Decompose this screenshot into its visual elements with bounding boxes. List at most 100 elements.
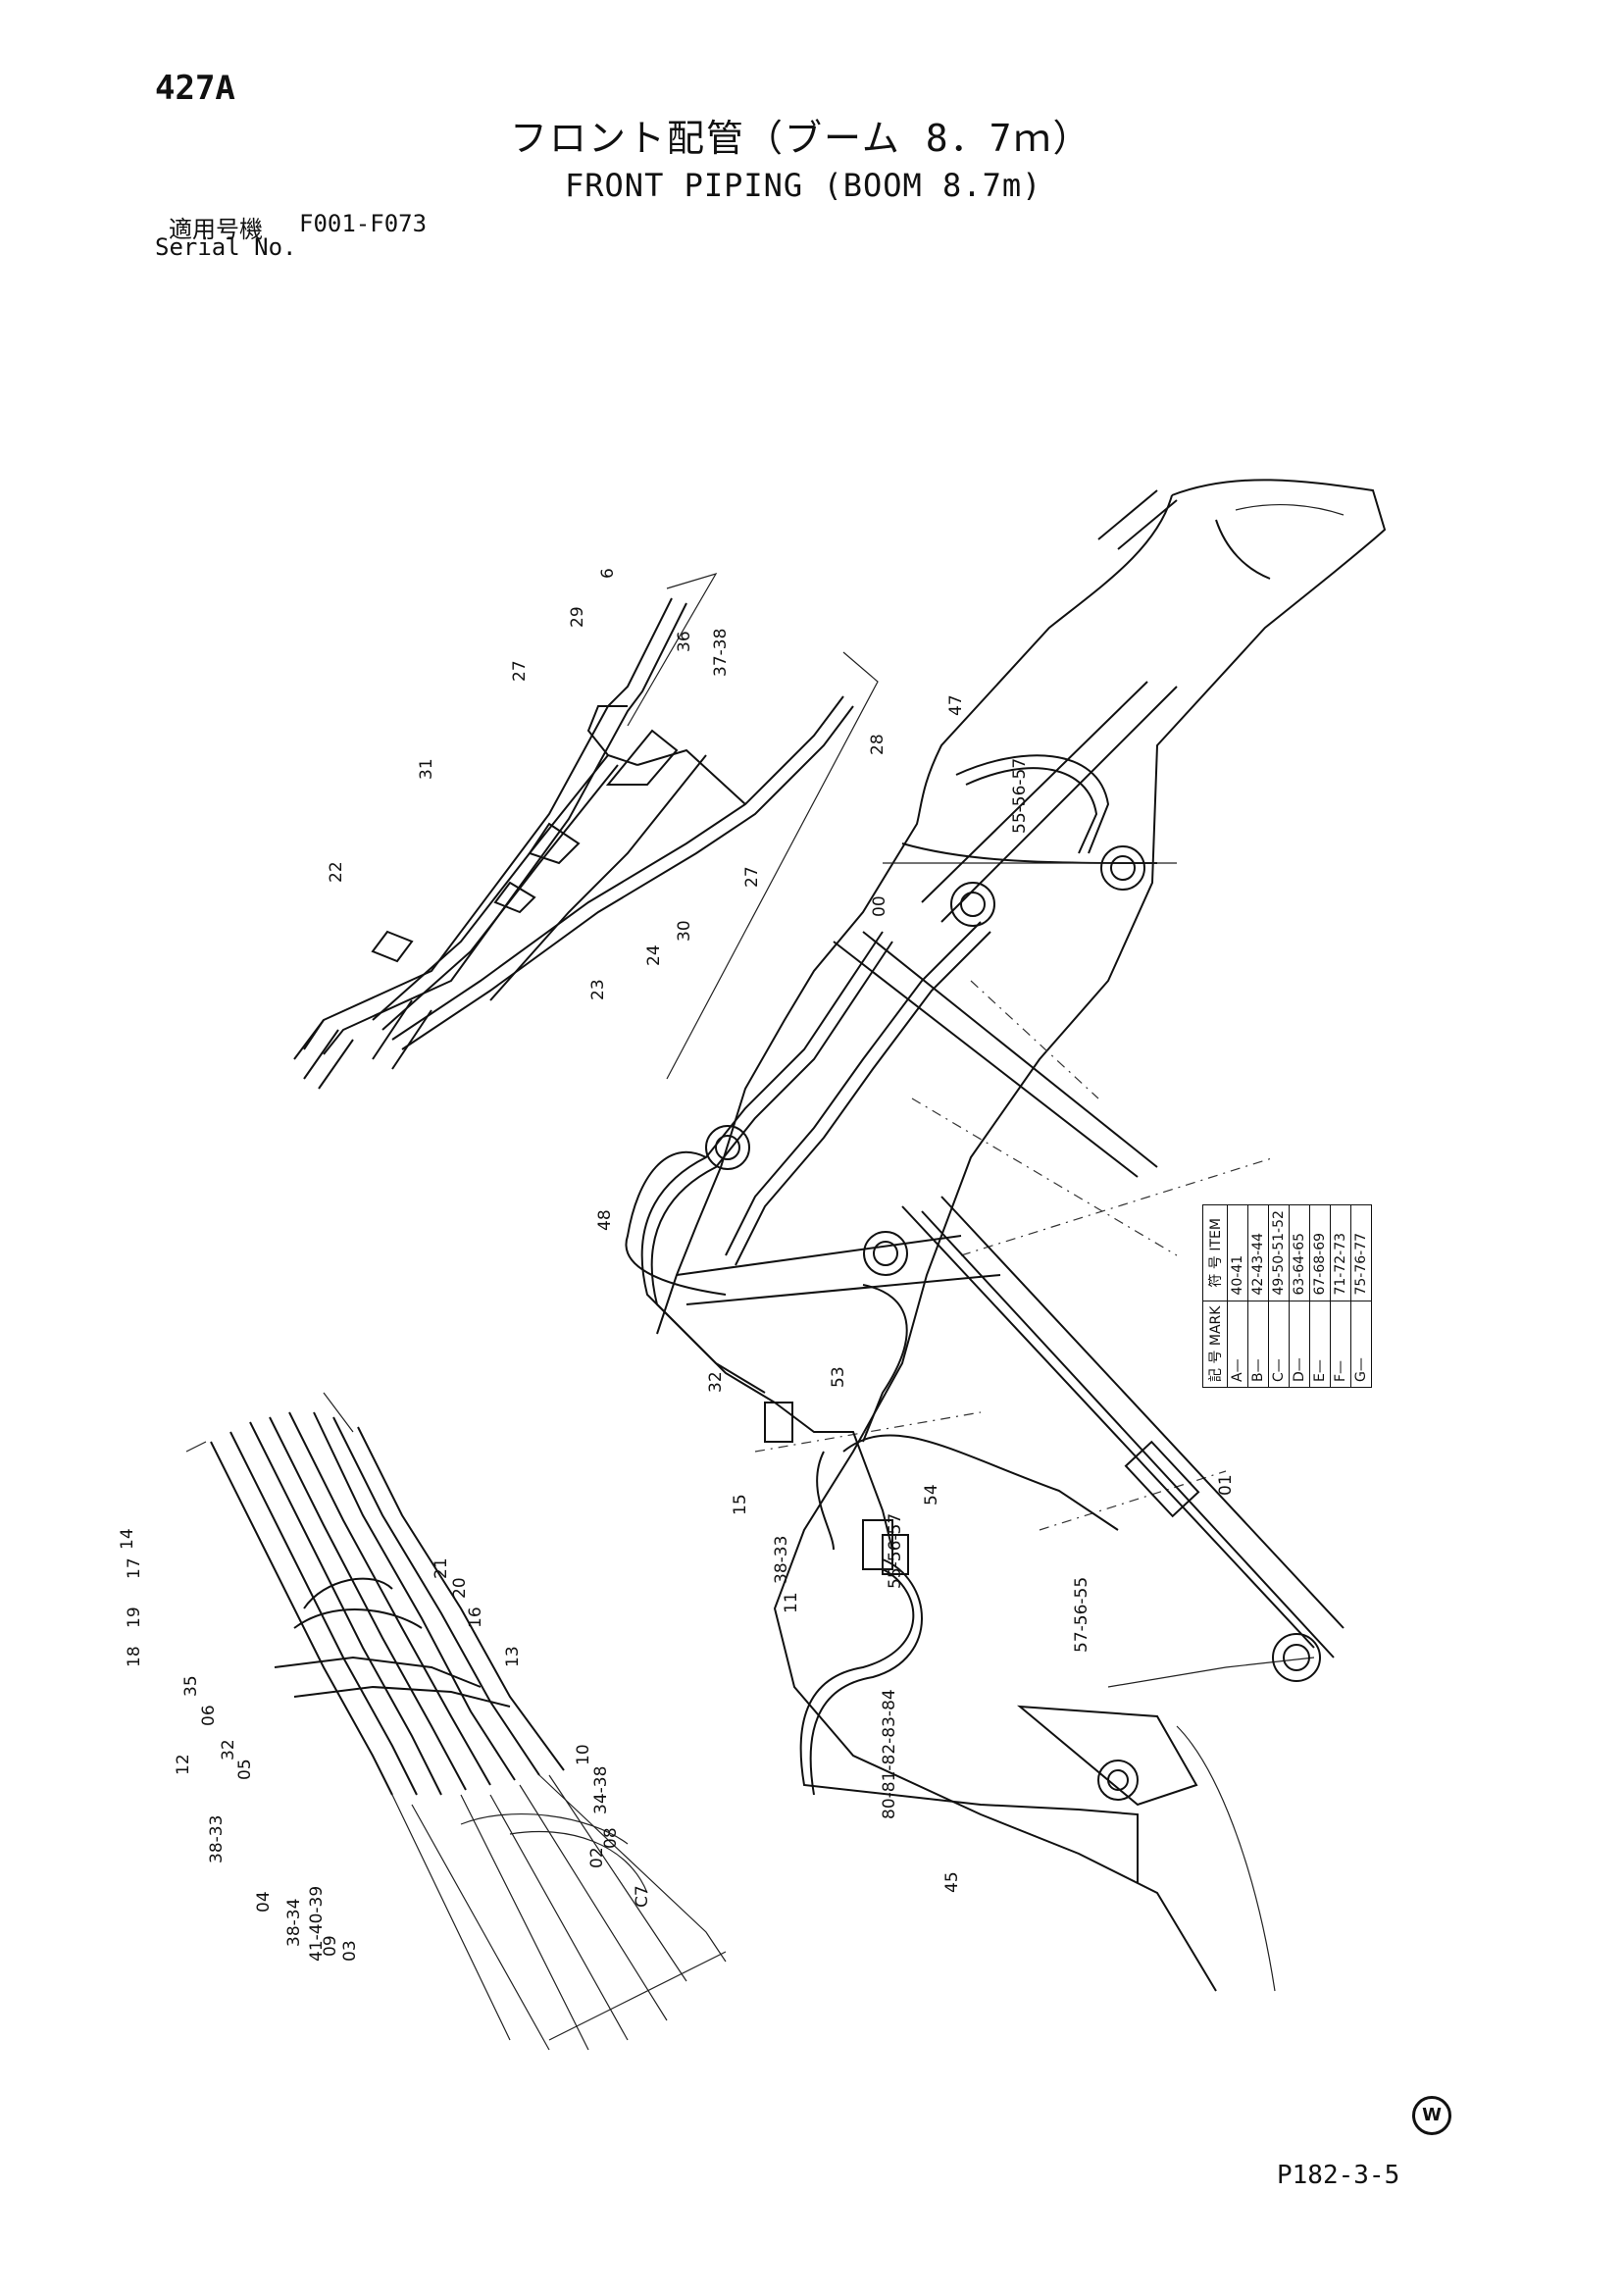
svg-text:01: 01 [1216,1474,1236,1496]
svg-text:57-56-55: 57-56-55 [1072,1577,1091,1653]
svg-text:04: 04 [254,1891,274,1913]
svg-text:32: 32 [219,1739,238,1760]
svg-text:45: 45 [942,1871,962,1893]
svg-text:11: 11 [782,1592,801,1613]
header-item-en: ITEM [1208,1218,1224,1251]
header-item-jp: 符 号 [1208,1255,1224,1288]
svg-text:06: 06 [199,1705,219,1726]
row-items: 49-50-51-52 [1268,1204,1290,1301]
row-mark: B [1250,1372,1266,1382]
serial-label-english: Serial No. [155,233,297,261]
svg-text:C7: C7 [633,1885,652,1908]
row-items: 71-72-73 [1330,1204,1351,1301]
header-mark-en: MARK [1208,1305,1224,1347]
row-arrow: — [1230,1358,1245,1373]
svg-text:00: 00 [870,895,889,917]
callout-labels: 6 29 36 37-38 27 28 27 31 22 30 24 23 47… [118,568,1236,1962]
row-arrow: — [1333,1359,1348,1374]
header-item: 符 号 ITEM [1202,1204,1228,1301]
row-arrow: — [1292,1357,1307,1372]
table-row: C— 49-50-51-52 [1268,1204,1290,1388]
svg-text:24: 24 [644,944,664,966]
svg-text:15: 15 [731,1494,750,1515]
svg-text:20: 20 [450,1577,470,1599]
table-row: E— 67-68-69 [1309,1204,1331,1388]
table-row: F— 71-72-73 [1330,1204,1351,1388]
svg-text:53: 53 [829,1366,848,1388]
watermark-circle-w: W [1412,2096,1451,2135]
row-mark: C [1271,1372,1287,1382]
boom-piping [625,754,1139,1883]
svg-text:38-33: 38-33 [772,1536,791,1584]
row-items: 63-64-65 [1289,1204,1310,1301]
table-row: G— 75-76-77 [1350,1204,1372,1388]
svg-text:47: 47 [946,694,966,716]
row-arrow: — [1353,1357,1369,1372]
svg-text:18: 18 [125,1646,144,1667]
svg-text:17: 17 [125,1557,144,1579]
row-mark: F [1333,1373,1348,1382]
row-arrow: — [1312,1359,1328,1374]
row-arrow: — [1271,1358,1287,1373]
svg-text:55-56-57: 55-56-57 [1010,758,1030,834]
svg-text:12: 12 [174,1754,193,1775]
svg-text:27: 27 [510,660,530,682]
row-items: 40-41 [1227,1204,1248,1301]
svg-text:80-81-82-83-84: 80-81-82-83-84 [880,1689,899,1819]
svg-text:27: 27 [742,866,762,888]
row-mark: G [1353,1371,1369,1382]
row-mark: D [1292,1371,1307,1382]
page-number: 427A [155,69,235,108]
svg-text:13: 13 [503,1646,523,1667]
svg-text:30: 30 [675,920,694,942]
title-english: FRONT PIPING (BOOM 8.7m) [565,167,1042,204]
table-row: B—42-43-44 [1247,1204,1269,1388]
svg-text:19: 19 [125,1607,144,1628]
header-mark: 記 号 MARK [1202,1301,1228,1388]
table-row: D— 63-64-65 [1289,1204,1310,1388]
svg-text:21: 21 [431,1557,451,1579]
header-mark-jp: 記 号 [1208,1350,1224,1382]
mark-item-table: 記 号 MARK 符 号 ITEM A—40-41 B—42-43-44 C—4… [1202,1204,1372,1388]
boom-outline [656,479,1387,1992]
table-row: A— 40-41 [1227,1204,1248,1388]
svg-text:23: 23 [588,979,608,1000]
svg-text:22: 22 [327,861,346,883]
svg-text:09: 09 [321,1935,340,1957]
svg-text:38-33: 38-33 [207,1815,227,1863]
svg-text:29: 29 [568,606,587,628]
svg-text:02: 02 [587,1847,607,1868]
svg-text:34-38: 34-38 [591,1766,611,1814]
row-mark: E [1312,1373,1328,1382]
svg-text:14: 14 [118,1528,137,1550]
document-code: P182-3-5 [1277,2161,1400,2190]
row-items: 67-68-69 [1309,1204,1331,1301]
svg-text:03: 03 [340,1940,360,1962]
svg-text:05: 05 [235,1759,255,1780]
table-header-row: 記 号 MARK 符 号 ITEM [1202,1204,1228,1388]
svg-text:32: 32 [706,1371,726,1393]
svg-text:38-34: 38-34 [284,1899,304,1947]
svg-text:35: 35 [181,1675,201,1697]
svg-text:48: 48 [595,1209,615,1231]
title-japanese: フロント配管（ブーム 8．7ｍ） [510,117,1092,160]
serial-label-japanese: 適用号機 [169,216,263,243]
svg-text:54: 54 [922,1484,941,1505]
svg-text:10: 10 [574,1744,593,1765]
svg-text:6: 6 [598,568,618,579]
row-mark: A [1230,1372,1245,1382]
top-detail-view [293,572,879,1090]
svg-text:55-56-57: 55-56-57 [886,1513,905,1589]
serial-range: F001-F073 [299,210,428,237]
row-items: 75-76-77 [1350,1204,1372,1301]
bottom-detail-view [185,1392,727,2051]
svg-text:16: 16 [466,1607,485,1628]
svg-text:36: 36 [675,631,694,652]
svg-text:31: 31 [417,758,436,780]
svg-text:08: 08 [601,1827,621,1849]
svg-text:28: 28 [868,734,888,755]
svg-text:41-40-39: 41-40-39 [307,1886,327,1962]
svg-text:37-38: 37-38 [711,629,731,677]
row-arrow: — [1250,1358,1266,1373]
